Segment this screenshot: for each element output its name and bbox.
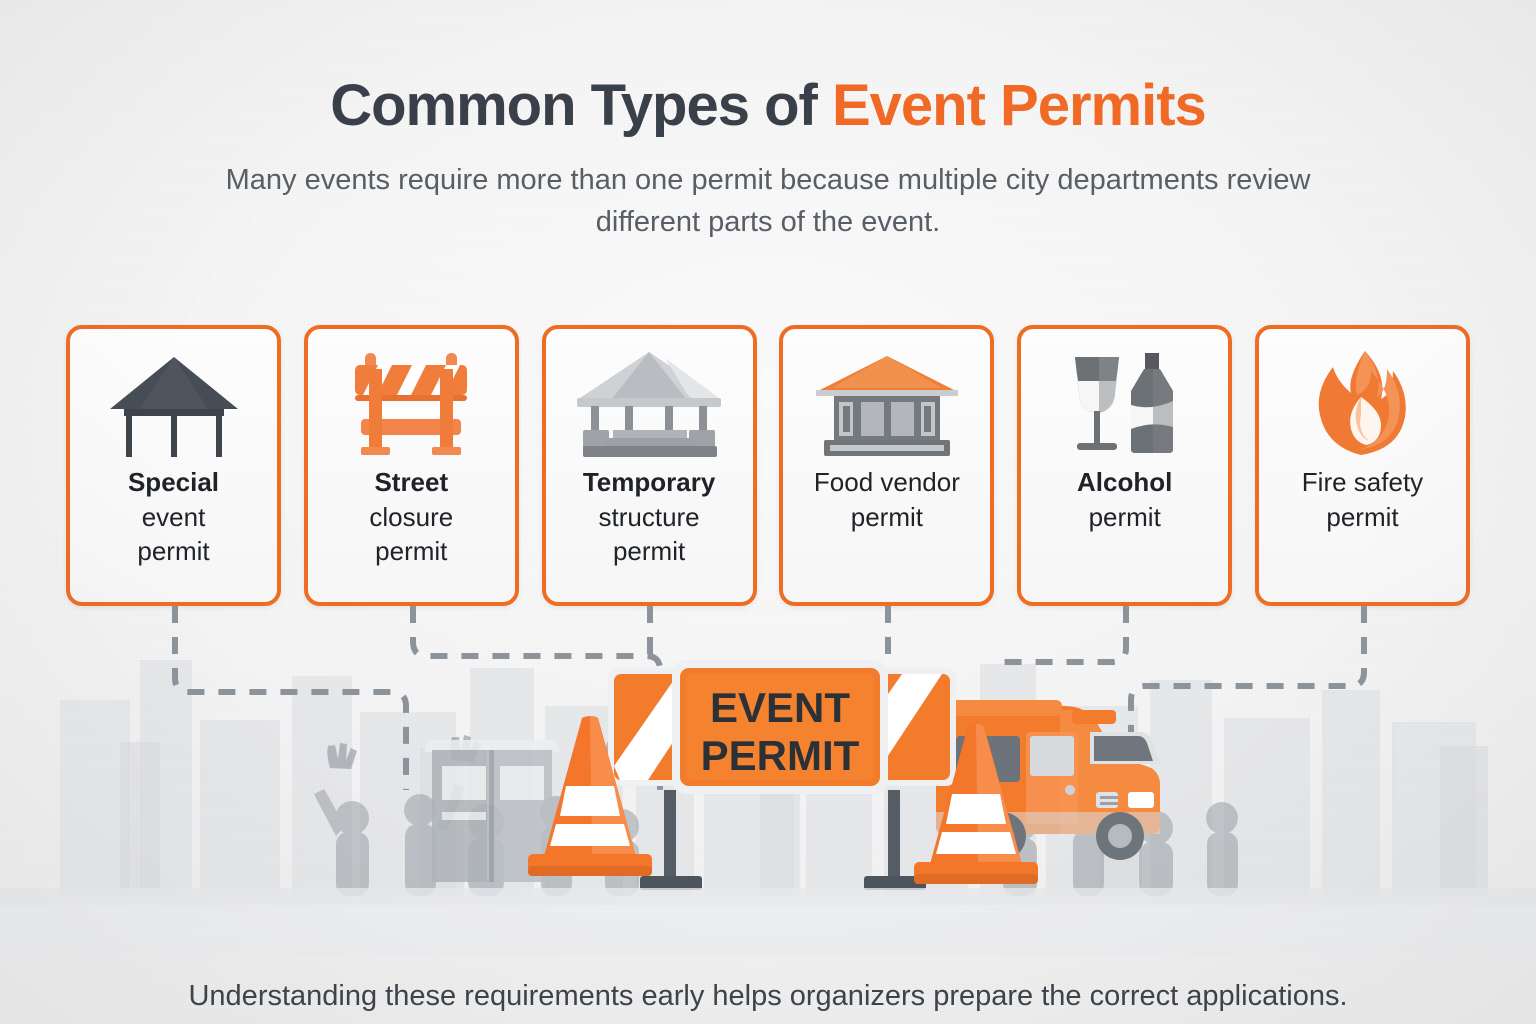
- permit-card-label-rest: Food vendor permit: [813, 467, 960, 532]
- portable-toilet: [424, 740, 560, 882]
- permit-card-label-bold: Special: [127, 467, 220, 497]
- permit-card-label-bold: Street: [374, 467, 449, 497]
- sign-text-line1: EVENT: [710, 684, 850, 731]
- connector-card-6: [1128, 606, 1367, 790]
- permit-card-row: Special event permit: [66, 325, 1470, 606]
- page-subtitle: Many events require more than one permit…: [225, 163, 1311, 238]
- sign-text-line2: PERMIT: [701, 732, 860, 779]
- canopy-tent-icon: [70, 345, 277, 465]
- permit-card-label-bold: Alcohol: [1077, 467, 1173, 497]
- footer-text: Understanding these requirements early h…: [188, 979, 1348, 1012]
- permit-card-label: Fire safety permit: [1294, 465, 1431, 534]
- permit-card-label: Temporary structure permit: [575, 465, 723, 569]
- permit-card-label-rest: closure permit: [369, 501, 454, 567]
- permit-card-street-closure[interactable]: Street closure permit: [303, 325, 519, 606]
- page-title: Common Types of Event Permits: [0, 73, 1536, 138]
- permit-card-label: Street closure permit: [361, 465, 461, 569]
- permit-card-label-bold: Temporary: [582, 467, 716, 497]
- permit-card-special-event[interactable]: Special event permit: [66, 325, 281, 606]
- food-kiosk-icon: [783, 345, 990, 465]
- connector-lines: [172, 606, 1367, 790]
- permit-card-label: Alcohol permit: [1069, 465, 1180, 534]
- wine-glass-bottle-icon: [1021, 345, 1228, 465]
- header: Common Types of Event Permits Many event…: [0, 0, 1536, 243]
- traffic-cone-left: [528, 716, 652, 876]
- road-barricade-icon: [308, 345, 515, 465]
- permit-card-alcohol[interactable]: Alcohol permit: [1017, 325, 1233, 606]
- gazebo-stage-icon: [546, 345, 753, 465]
- permit-card-fire-safety[interactable]: Fire safety permit: [1254, 325, 1470, 606]
- permit-card-food-vendor[interactable]: Food vendor permit: [779, 325, 995, 606]
- barricade-sign: EVENT PERMIT: [608, 660, 956, 890]
- flame-icon: [1259, 345, 1466, 465]
- event-permit-scene: EVENT PERMIT: [0, 660, 1536, 905]
- connector-card-2: [410, 606, 663, 790]
- permit-card-label: Special event permit: [120, 465, 227, 569]
- permit-card-label-rest: structure permit: [598, 501, 700, 567]
- title-accent: Event Permits: [831, 73, 1207, 138]
- permit-card-temporary-structure[interactable]: Temporary structure permit: [541, 325, 757, 606]
- permit-card-label-rest: event permit: [137, 501, 210, 567]
- traffic-cone-right: [914, 724, 1038, 884]
- title-main: Common Types of: [330, 73, 832, 138]
- connector-card-1: [172, 606, 409, 790]
- permit-card-label: Food vendor permit: [806, 465, 968, 534]
- connector-card-5: [1000, 606, 1129, 665]
- ground-line: [0, 888, 1536, 905]
- permit-card-label-rest: permit: [1088, 501, 1161, 532]
- permit-card-label-rest: Fire safety permit: [1301, 467, 1424, 532]
